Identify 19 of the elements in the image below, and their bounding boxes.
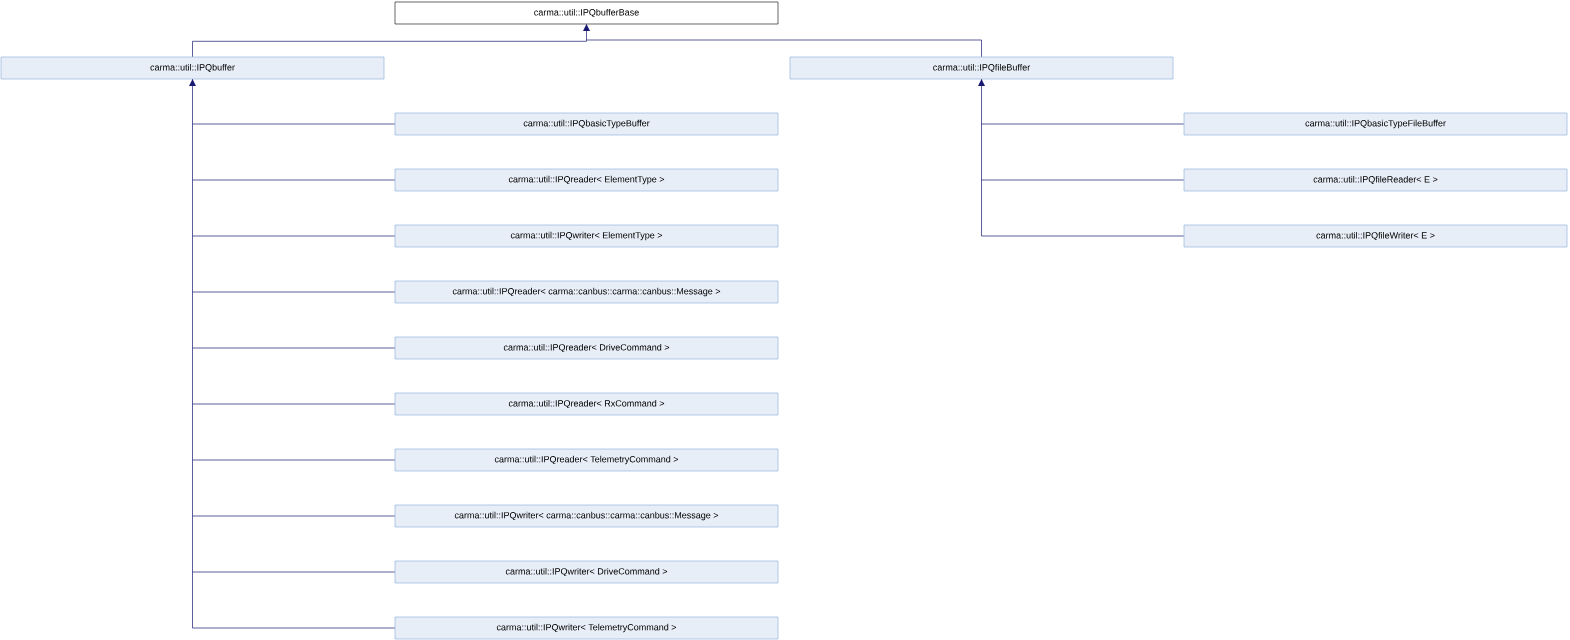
inheritance-arrow (192, 23, 982, 58)
class-box: carma::util::IPQbasicTypeFileBuffer (1183, 112, 1568, 136)
class-box: carma::util::IPQreader< ElementType > (394, 168, 779, 192)
class-box: carma::util::IPQreader< carma::canbus::carma::canbus::Message > (394, 280, 779, 304)
class-box: carma::util::IPQfileBuffer (789, 56, 1174, 80)
class-box: carma::util::IPQwriter< DriveCommand > (394, 560, 779, 584)
class-box: carma::util::IPQwriter< ElementType > (394, 224, 779, 248)
class-box: carma::util::IPQwriter< carma::canbus::carma::canbus::Message > (394, 504, 779, 528)
class-box: carma::util::IPQfileWriter< E > (1183, 224, 1568, 248)
class-box: carma::util::IPQreader< TelemetryCommand > (394, 448, 779, 472)
class-box: carma::util::IPQbuffer (0, 56, 385, 80)
class-box: carma::util::IPQbufferBase (394, 1, 779, 25)
class-box: carma::util::IPQwriter< TelemetryCommand > (394, 616, 779, 640)
class-box: carma::util::IPQbasicTypeBuffer (394, 112, 779, 136)
inheritance-arrow (189, 78, 396, 629)
class-box: carma::util::IPQfileReader< E > (1183, 168, 1568, 192)
class-box: carma::util::IPQreader< DriveCommand > (394, 336, 779, 360)
inheritance-arrow (978, 78, 1185, 237)
class-box: carma::util::IPQreader< RxCommand > (394, 392, 779, 416)
